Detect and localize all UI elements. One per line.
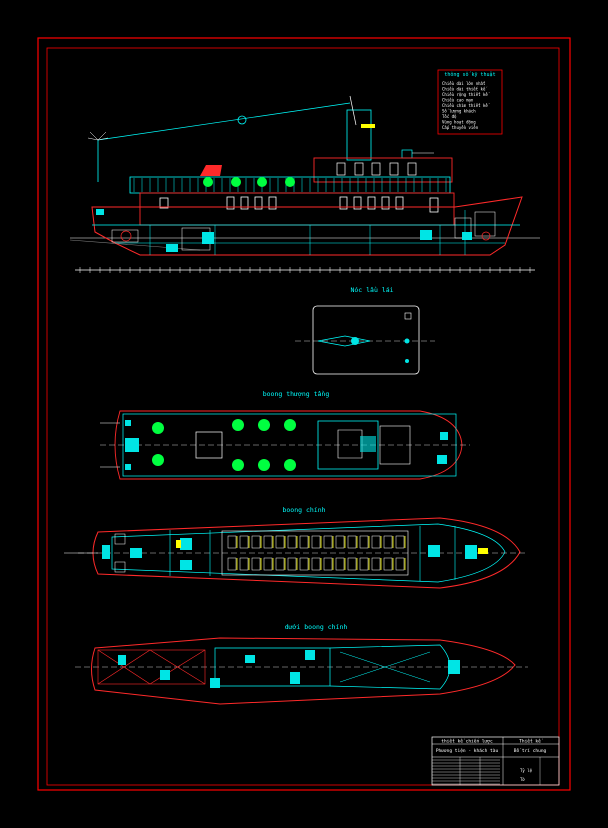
seat-row (287, 557, 297, 571)
seat-row (311, 557, 321, 571)
spec-row-label: Chiều dài lớn nhất (442, 81, 486, 86)
upper-deck-plan: boong thượng tầng (100, 390, 470, 480)
title-block: thiết kế chiến lược Phương tiện - khách … (431, 736, 560, 786)
hull-profile (91, 196, 523, 256)
title-block-drawing: Bố trí chung (514, 747, 547, 754)
side-elevation (69, 95, 540, 273)
specs-table: thông số kỹ thuật Chiều dài lớn nhấtChiề… (437, 69, 503, 135)
top-view: Nóc lầu lái (295, 286, 435, 375)
seat-row (371, 557, 381, 571)
seat-row (335, 535, 345, 549)
wheelhouse (313, 157, 453, 183)
seat-row (227, 557, 237, 571)
seat-row (359, 535, 369, 549)
title-block-header: thiết kế chiến lược (441, 738, 493, 745)
wheelhouse-roof (312, 305, 420, 375)
inner-border (46, 47, 560, 786)
seat-row (239, 557, 249, 571)
seat-row (227, 535, 237, 549)
seat-row (239, 535, 249, 549)
seat-row (299, 557, 309, 571)
title-block-scale: Tỷ lệ (520, 768, 533, 773)
view-title-top: Nóc lầu lái (350, 286, 393, 294)
seat-row (299, 535, 309, 549)
seat-row (395, 535, 405, 549)
seat-row (383, 535, 393, 549)
spec-row-label: Chiều chìm thiết kế (442, 103, 490, 108)
seat-row (311, 535, 321, 549)
spec-row-label: Chiều cao mạn (442, 98, 474, 103)
spec-row-label: Cấp thuyền viên (442, 125, 479, 130)
seat-row (251, 557, 261, 571)
view-title-upper: boong thượng tầng (263, 390, 330, 398)
seat-row (347, 535, 357, 549)
below-deck-plan: dưới boong chính (75, 623, 528, 705)
seat-row (323, 557, 333, 571)
seat-row (251, 535, 261, 549)
spec-row-label: Tốc độ (442, 114, 457, 119)
seat-row (347, 557, 357, 571)
spec-row-label: Vùng hoạt động (442, 120, 476, 125)
title-block-project: Phương tiện - khách tàu (436, 747, 499, 754)
spec-row-label: Số lượng khách (442, 109, 476, 114)
seat-row (335, 557, 345, 571)
spec-row-label: Chiều dài thiết kế (442, 87, 487, 92)
view-title-below: dưới boong chính (285, 623, 348, 631)
outer-border (37, 37, 571, 791)
seat-row (287, 535, 297, 549)
title-block-company: Thiết kế (519, 738, 544, 745)
seat-row (395, 557, 405, 571)
main-deck-plan: boong chính (64, 506, 528, 589)
seat-row (359, 557, 369, 571)
seat-row (275, 557, 285, 571)
seat-row (371, 535, 381, 549)
title-block-sheet: Tờ (520, 777, 525, 782)
seat-row (323, 535, 333, 549)
spec-row-label: Chiều rộng thiết kế (442, 92, 490, 97)
seat-row (275, 535, 285, 549)
seat-row (263, 535, 273, 549)
funnel (200, 165, 222, 176)
seat-row (383, 557, 393, 571)
specs-title: thông số kỹ thuật (444, 71, 495, 78)
view-title-main: boong chính (282, 506, 325, 514)
seat-row (263, 557, 273, 571)
